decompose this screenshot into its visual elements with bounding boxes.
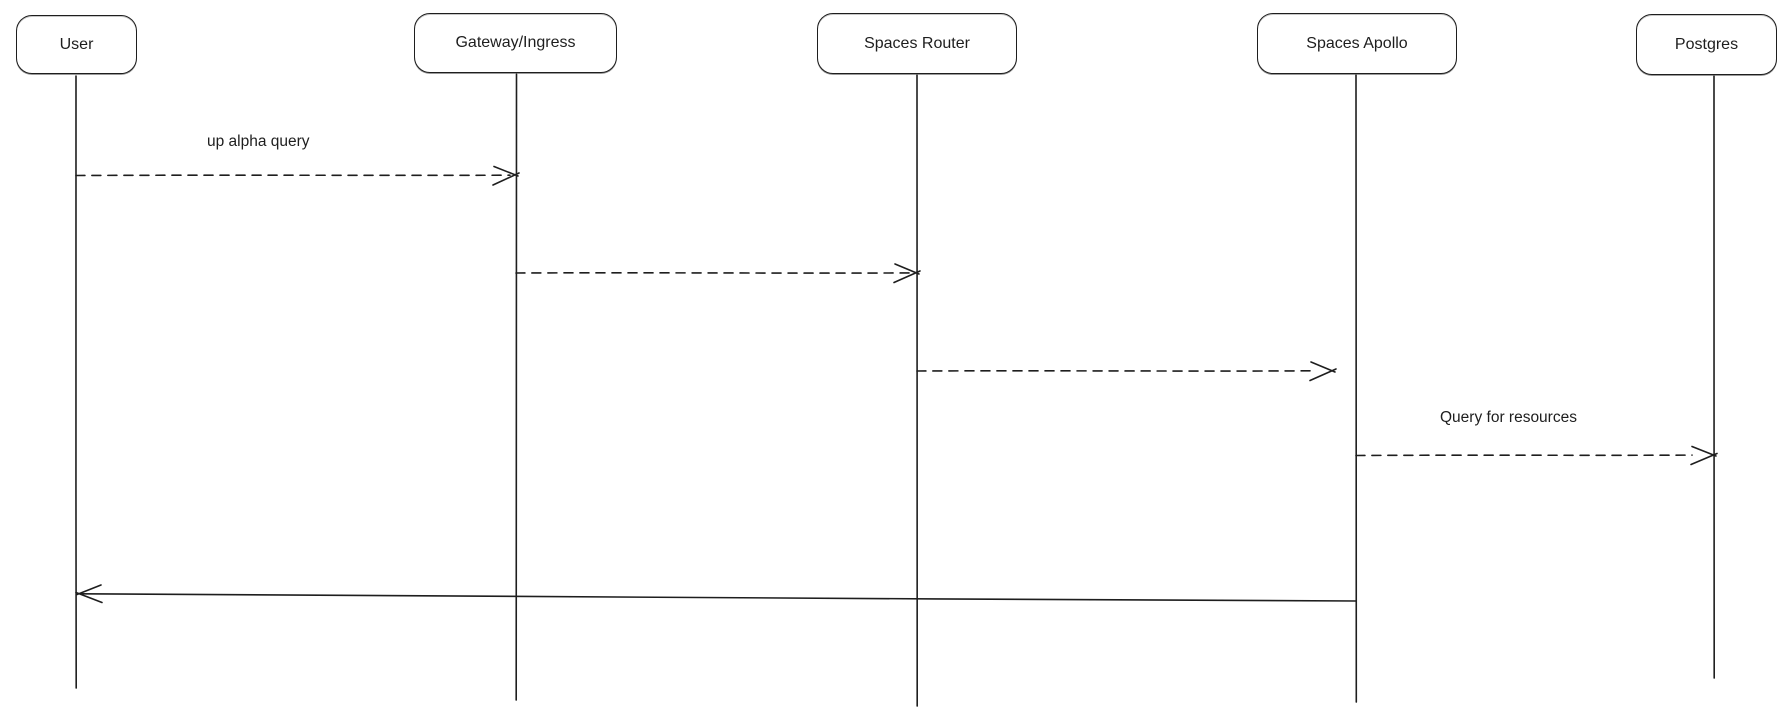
actor-label-spaces-apollo: Spaces Apollo: [1306, 34, 1408, 52]
message-label-up-alpha-query: up alpha query: [207, 133, 310, 150]
actor-label-postgres: Postgres: [1674, 35, 1739, 53]
actor-box-postgres: Postgres: [1636, 14, 1777, 75]
message-arrow-return-to-user: [75, 584, 1357, 604]
message-arrow-query-for-resources: [1355, 445, 1718, 466]
actor-label-spaces-router: Spaces Router: [864, 34, 970, 52]
actor-label-gateway-ingress: Gateway/Ingress: [455, 34, 576, 51]
message-arrow-router-to-apollo: [916, 361, 1337, 382]
actor-box-user: User: [16, 15, 137, 74]
message-arrow-gateway-to-router: [515, 263, 921, 284]
actor-box-spaces-router: Spaces Router: [817, 13, 1017, 74]
actor-box-gateway-ingress: Gateway/Ingress: [414, 13, 617, 73]
actor-label-user: User: [59, 35, 94, 53]
message-label-query-for-resources: Query for resources: [1440, 409, 1577, 426]
actor-box-spaces-apollo: Spaces Apollo: [1257, 13, 1457, 74]
message-arrow-up-alpha-query: [75, 165, 520, 186]
